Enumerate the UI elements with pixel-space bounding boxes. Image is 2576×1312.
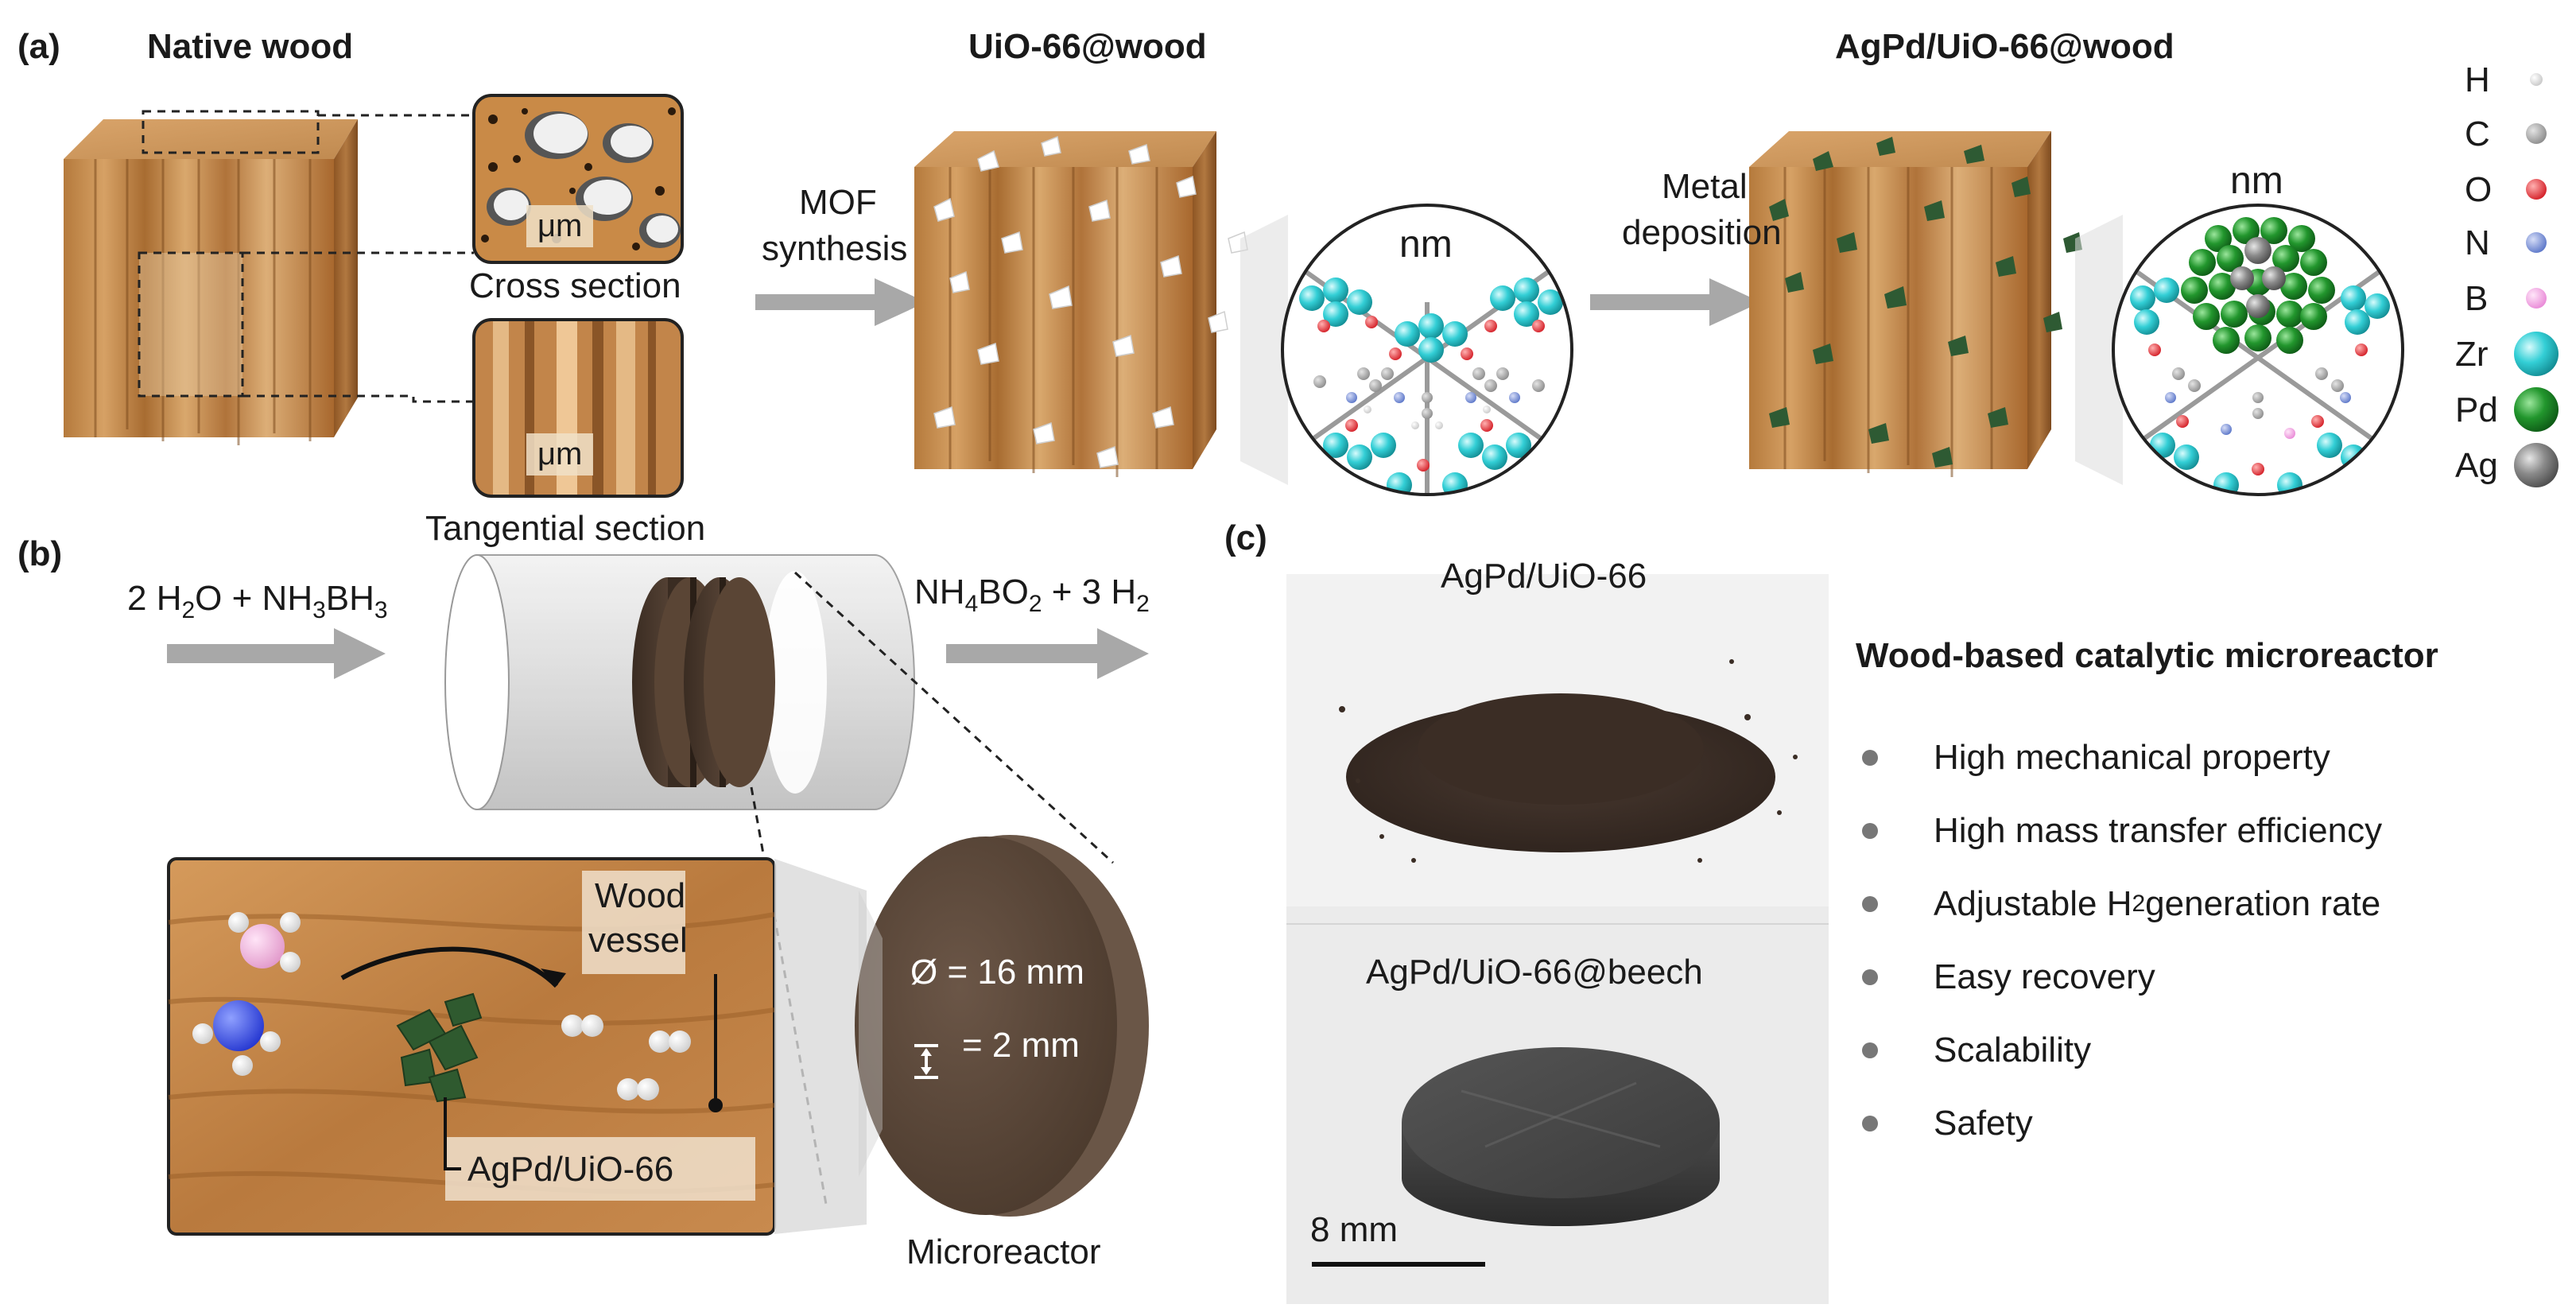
- reactant-equation: 2 H2O + NH3BH3: [127, 579, 388, 623]
- agpd-wood-block: [1749, 131, 2123, 485]
- microreactor-label: Microreactor: [906, 1232, 1101, 1271]
- tube-discs: [632, 577, 775, 787]
- thickness-label: = 2 mm: [962, 1026, 1080, 1065]
- mof-synthesis-line1: MOF: [799, 183, 877, 222]
- uio-wood-title: UiO-66@wood: [968, 27, 1207, 66]
- legend-ball-n: [2526, 232, 2547, 253]
- zoom2-nm-label: nm: [2230, 160, 2283, 202]
- feature-item: Safety: [1862, 1104, 2033, 1143]
- cross-section-inset: [474, 95, 682, 262]
- feature-item: Scalability: [1862, 1031, 2091, 1070]
- panel-c-label: (c): [1224, 518, 1267, 557]
- bullet-dot: [1862, 750, 1878, 766]
- bullet-dot: [1862, 1042, 1878, 1058]
- metal-deposition-arrow: [1590, 278, 1761, 326]
- legend-ball-b: [2526, 288, 2547, 309]
- mof-synthesis-arrow: [755, 278, 926, 326]
- bullet-dot: [1862, 969, 1878, 985]
- disc-label: AgPd/UiO-66@beech: [1366, 953, 1703, 992]
- legend-symbol-n: N: [2465, 223, 2490, 262]
- legend-ball-pd: [2514, 387, 2559, 432]
- bullet-dot: [1862, 896, 1878, 912]
- mof-synthesis-line2: synthesis: [762, 229, 908, 268]
- panel-a-label: (a): [17, 27, 60, 66]
- legend-ball-o: [2526, 179, 2547, 200]
- powder-label: AgPd/UiO-66: [1441, 557, 1647, 596]
- sample-photo-graphics: [1286, 574, 1829, 1304]
- feature-item: Easy recovery: [1862, 957, 2155, 997]
- legend-ball-h: [2530, 73, 2543, 86]
- metal-deposition-line1: Metal: [1662, 167, 1748, 206]
- legend-symbol-ag: Ag: [2455, 446, 2498, 485]
- legend-symbol-pd: Pd: [2455, 390, 2498, 429]
- diameter-label: Ø = 16 mm: [910, 953, 1084, 992]
- feature-item: High mechanical property: [1862, 738, 2330, 778]
- panel-b-label: (b): [17, 534, 63, 573]
- uio66-zoom-circle: [1281, 204, 1573, 496]
- features-title: Wood-based catalytic microreactor: [1856, 636, 2438, 675]
- output-arrow: [946, 628, 1149, 679]
- cross-section-um: μm: [526, 205, 594, 247]
- microreactor-disc: [855, 835, 1149, 1217]
- native-wood-title: Native wood: [147, 27, 354, 66]
- legend-ball-zr: [2514, 332, 2559, 376]
- legend-symbol-h: H: [2465, 60, 2490, 99]
- bullet-dot: [1862, 823, 1878, 839]
- cross-section-label: Cross section: [469, 266, 681, 305]
- panel-b-graphics: [167, 554, 1149, 1236]
- product-equation: NH4BO2 + 3 H2: [914, 573, 1150, 617]
- agpd-wood-title: AgPd/UiO-66@wood: [1835, 27, 2174, 66]
- wood-vessel-line1: Wood: [595, 876, 686, 915]
- tangential-section-label: Tangential section: [425, 509, 706, 548]
- sample-photo: [1286, 574, 1829, 1304]
- legend-symbol-c: C: [2465, 115, 2490, 153]
- metal-deposition-line2: deposition: [1622, 213, 1782, 252]
- legend-atoms: [2514, 73, 2559, 487]
- uio-wood-block: [914, 131, 1288, 485]
- panel-a-graphics: [64, 73, 2559, 498]
- feature-item: High mass transfer efficiency: [1862, 811, 2382, 851]
- scale-label: 8 mm: [1310, 1210, 1398, 1249]
- beech-disc: [1402, 1047, 1720, 1226]
- zoom1-nm-label: nm: [1399, 223, 1453, 266]
- legend-ball-ag: [2514, 443, 2559, 487]
- legend-symbol-zr: Zr: [2455, 335, 2489, 374]
- catalyst-label: AgPd/UiO-66: [467, 1150, 674, 1189]
- tangential-section-um: μm: [526, 433, 594, 476]
- native-wood-block: [64, 110, 474, 445]
- agpd-uio66-zoom-circle: [2112, 204, 2404, 496]
- reactor-tube: [444, 554, 915, 810]
- legend-symbol-o: O: [2465, 170, 2493, 209]
- legend-ball-c: [2526, 123, 2547, 144]
- input-arrow: [167, 628, 386, 679]
- legend-symbol-b: B: [2465, 279, 2489, 318]
- wood-closeup: [167, 857, 867, 1236]
- wood-vessel-line2: vessel: [588, 921, 688, 960]
- bullet-dot: [1862, 1116, 1878, 1132]
